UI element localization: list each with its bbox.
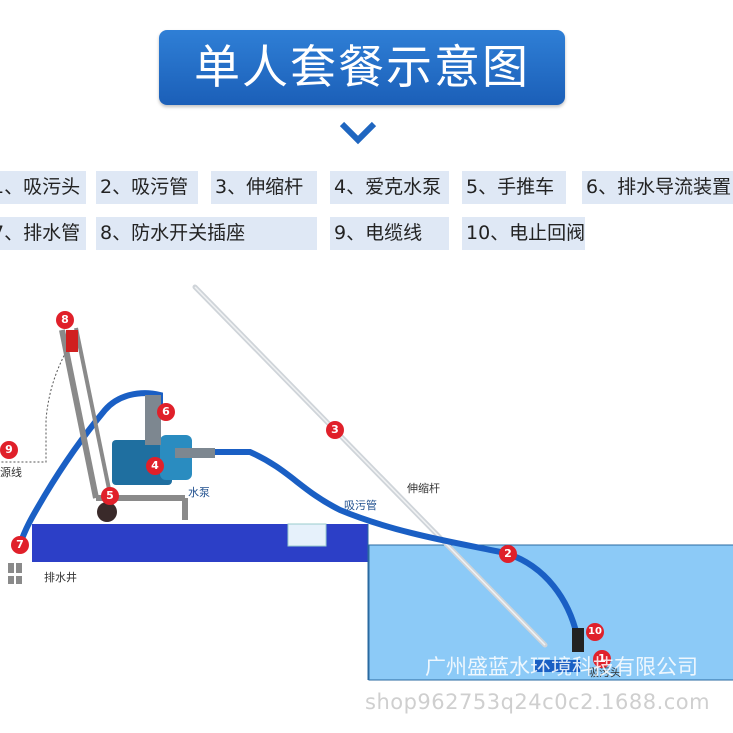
discharge-hose — [17, 390, 163, 548]
suction-hose — [207, 449, 581, 643]
power-cable — [0, 344, 71, 463]
marker-3: 3 — [326, 421, 344, 439]
marker-9: 9 — [0, 441, 18, 459]
legend-item-socket: 8、防水开关插座 — [96, 217, 317, 250]
marker-6: 6 — [157, 403, 175, 421]
waterproof-socket — [66, 330, 78, 352]
marker-4: 4 — [146, 457, 164, 475]
marker-2: 2 — [499, 545, 517, 563]
watermark-company: 广州盛蓝水环境科技有限公司 — [425, 655, 698, 679]
pool — [368, 544, 733, 681]
marker-10: 10 — [586, 623, 604, 641]
marker-7: 7 — [11, 536, 29, 554]
legend-item-suction-hose: 2、吸污管 — [96, 171, 198, 204]
legend-item-suction-head: 1、吸污头 — [0, 171, 86, 204]
marker-1: 1 — [593, 650, 611, 668]
legend-item-drain-pipe: 7、排水管 — [0, 217, 86, 250]
label-drain-well: 排水井 — [44, 571, 77, 584]
chevron-down-icon — [339, 121, 377, 145]
suction-head — [535, 660, 580, 672]
label-discharge-hose: 排污软管 — [42, 511, 86, 524]
marker-5: 5 — [101, 487, 119, 505]
system-diagram — [0, 284, 733, 681]
label-suction-head: 吸污头 — [588, 666, 621, 679]
watermark-shop: shop962753q24c0c2.1688.com — [365, 690, 711, 714]
legend-item-pump: 4、爱克水泵 — [330, 171, 449, 204]
label-suction-hose: 吸污管 — [344, 499, 377, 512]
legend-item-check-valve: 10、电止回阀 — [462, 217, 585, 250]
legend-item-cable: 9、电缆线 — [330, 217, 449, 250]
hand-cart — [59, 327, 188, 522]
legend-item-telescopic-pole: 3、伸缩杆 — [211, 171, 317, 204]
legend-item-diverter: 6、排水导流装置 — [582, 171, 733, 204]
label-pump: 水泵 — [188, 486, 210, 499]
marker-8: 8 — [56, 311, 74, 329]
check-valve — [572, 628, 584, 652]
legend-item-cart: 5、手推车 — [462, 171, 566, 204]
drain-outlet — [8, 563, 22, 584]
diverter — [287, 523, 327, 547]
label-telescopic-pole: 伸缩杆 — [407, 482, 440, 495]
page-title: 单人套餐示意图 — [159, 30, 565, 105]
label-power-cable: 源线 — [0, 466, 22, 479]
